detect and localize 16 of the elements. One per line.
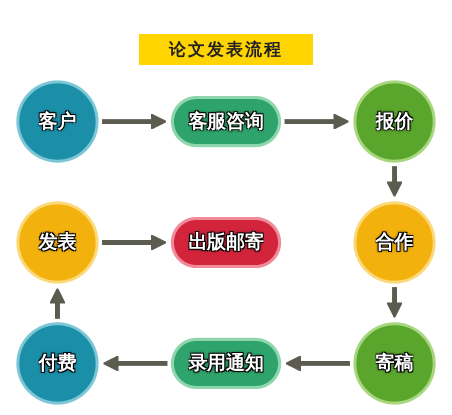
arrow xyxy=(285,355,350,372)
arrow xyxy=(284,113,350,130)
title: 论文发表流程 xyxy=(139,34,313,65)
step-circle: 合作 xyxy=(353,201,436,284)
step-pill: 客服咨询 xyxy=(170,96,282,148)
arrow xyxy=(102,113,167,130)
arrow xyxy=(49,288,66,319)
step-circle: 发表 xyxy=(16,201,99,284)
arrow xyxy=(386,166,403,198)
arrow xyxy=(102,234,167,251)
arrow xyxy=(102,355,168,372)
step-circle: 寄稿 xyxy=(353,322,436,405)
step-pill: 录用通知 xyxy=(170,338,282,389)
arrow xyxy=(386,287,403,318)
step-pill: 出版邮寄 xyxy=(170,216,282,268)
step-circle: 客户 xyxy=(16,80,99,163)
